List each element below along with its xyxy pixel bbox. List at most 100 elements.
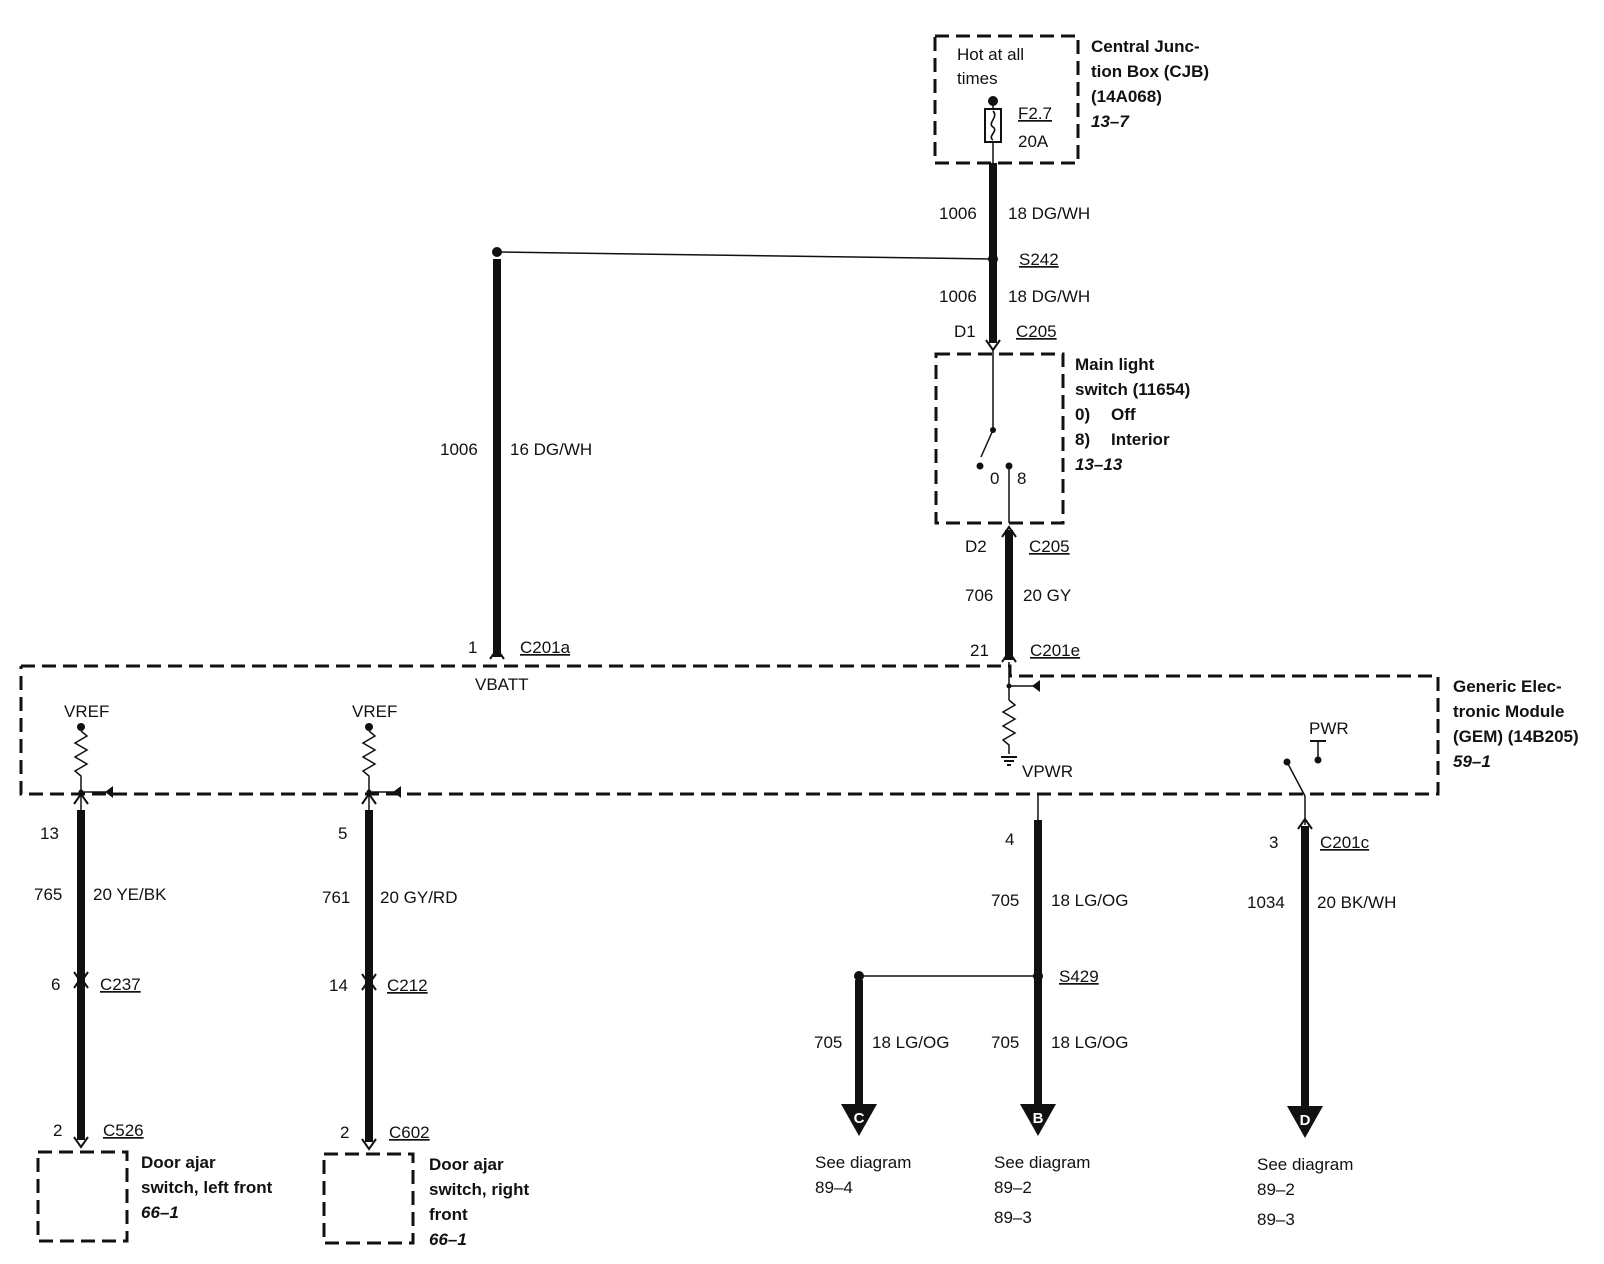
branch-b-gauge: 18 LG/OG [1051, 1033, 1128, 1052]
arrow-b-ref2: 89–3 [994, 1208, 1032, 1227]
fuse-id: F2.7 [1018, 104, 1052, 123]
pwr-switch-blade [1286, 761, 1306, 797]
lf-switch-conn: C526 [103, 1121, 144, 1140]
pwr-circuit: 1034 [1247, 893, 1285, 912]
arrow-b-see: See diagram [994, 1153, 1090, 1172]
lf-gauge: 20 YE/BK [93, 885, 167, 904]
main-switch-title-line1: Main light [1075, 355, 1155, 374]
branch-c-gauge: 18 LG/OG [872, 1033, 949, 1052]
main-switch-pos0-num: 0) [1075, 405, 1090, 424]
rf-door-switch-box [322, 1152, 415, 1245]
main-switch-pos0-label: Off [1111, 405, 1136, 424]
arrow-d-letter: D [1300, 1112, 1311, 1129]
vref1-dot [77, 723, 85, 731]
vpwr-circuit: 705 [991, 891, 1019, 910]
rf-gauge: 20 GY/RD [380, 888, 457, 907]
c201e-pin-icon [1001, 650, 1017, 663]
c201a-connector: C201a [520, 638, 571, 657]
main-switch-box [934, 352, 1065, 525]
cjb-title-line1: Central Junc- [1091, 37, 1200, 56]
lf-circuit: 765 [34, 885, 62, 904]
vref2-sense-flag-icon [393, 786, 401, 798]
vref2-resistor-icon [361, 730, 377, 810]
pwr-connector: C201c [1320, 833, 1370, 852]
branch-c-circuit: 705 [814, 1033, 842, 1052]
arrow-c-ref1: 89–4 [815, 1178, 853, 1197]
cjb-ref: 13–7 [1091, 112, 1130, 131]
arrow-c-icon [841, 1104, 877, 1136]
rf-ref: 66–1 [429, 1230, 467, 1249]
arrow-d-icon [1287, 1106, 1323, 1138]
arrow-d-ref2: 89–3 [1257, 1210, 1295, 1229]
gem-input-node [1006, 683, 1012, 689]
wire-mid-gauge: 18 DG/WH [1008, 287, 1090, 306]
lf-switch-pin: 2 [53, 1121, 62, 1140]
cjb-hot-line2: times [957, 69, 998, 88]
rf-title-line3: front [429, 1205, 468, 1224]
cjb-box [933, 34, 1080, 165]
main-switch-title-line2: switch (11654) [1075, 380, 1190, 399]
wire-mid-circuit: 1006 [939, 287, 977, 306]
lf-conn: C237 [100, 975, 141, 994]
vref1-sense-flag-icon [105, 786, 113, 798]
c212-pin-icon-2 [361, 978, 377, 991]
switch-blade [980, 429, 994, 458]
cjb-title-line2: tion Box (CJB) [1091, 62, 1209, 81]
c201c-pin-icon [1297, 817, 1313, 830]
vpwr-gem-pin: 4 [1005, 830, 1014, 849]
lf-conn-pin: 6 [51, 975, 60, 994]
wire-left-gauge: 16 DG/WH [510, 440, 592, 459]
gem-input-sense-flag-icon [1032, 680, 1040, 692]
wire-706-circuit: 706 [965, 586, 993, 605]
wire-left-circuit: 1006 [440, 440, 478, 459]
gem-ref: 59–1 [1453, 752, 1491, 771]
wire-706-gauge: 20 GY [1023, 586, 1071, 605]
gem-vref1: VREF [64, 702, 109, 721]
fuse-icon [990, 110, 996, 141]
c526-pin-icon [73, 1136, 89, 1149]
lf-ref: 66–1 [141, 1203, 179, 1222]
c205-bottom-pin: D2 [965, 537, 987, 556]
wire-top-gauge: 18 DG/WH [1008, 204, 1090, 223]
c201a-pin-icon [489, 647, 505, 660]
c205-bottom-pin-icon [1001, 525, 1017, 538]
main-switch-pos8-num: 8) [1075, 430, 1090, 449]
cjb-title-line3: (14A068) [1091, 87, 1162, 106]
arrow-c-see: See diagram [815, 1153, 911, 1172]
vref1-resistor-icon [73, 730, 89, 810]
fuse-body [984, 108, 1002, 143]
rf-switch-conn: C602 [389, 1123, 430, 1142]
gem-title-line2: tronic Module [1453, 702, 1564, 721]
contact-0-label: 0 [990, 469, 999, 488]
rf-title-line2: switch, right [429, 1180, 529, 1199]
gem-pwr: PWR [1309, 719, 1349, 738]
gem-vbatt-label: VBATT [475, 675, 529, 694]
rf-title-line1: Door ajar [429, 1155, 504, 1174]
lf-title-line2: switch, left front [141, 1178, 273, 1197]
gem-title-line3: (GEM) (14B205) [1453, 727, 1579, 746]
rf-conn-pin: 14 [329, 976, 348, 995]
vpwr-gauge: 18 LG/OG [1051, 891, 1128, 910]
gem-input-resistor-icon [1001, 699, 1017, 754]
arrow-c-letter: C [854, 1110, 865, 1127]
rf-conn: C212 [387, 976, 428, 995]
gem-title-line1: Generic Elec- [1453, 677, 1562, 696]
c237-pin-icon-2 [73, 976, 89, 989]
arrow-d-see: See diagram [1257, 1155, 1353, 1174]
gem-vpwr-label: VPWR [1022, 762, 1073, 781]
splice-s242: S242 [1019, 250, 1059, 269]
main-switch-pos8-label: Interior [1111, 430, 1170, 449]
rf-gem-pin: 5 [338, 824, 347, 843]
vref1-node [78, 789, 84, 795]
gem-box [19, 664, 1440, 796]
lf-gem-pin: 13 [40, 824, 59, 843]
s242-branch-dot [492, 247, 502, 257]
main-switch-ref: 13–13 [1075, 455, 1123, 474]
s242-branch-line [496, 251, 994, 260]
c205-top-connector: C205 [1016, 322, 1057, 341]
lf-door-switch-box [36, 1150, 129, 1243]
c205-top-pin: D1 [954, 322, 976, 341]
cjb-hot-line1: Hot at all [957, 45, 1024, 64]
rf-switch-pin: 2 [340, 1123, 349, 1142]
